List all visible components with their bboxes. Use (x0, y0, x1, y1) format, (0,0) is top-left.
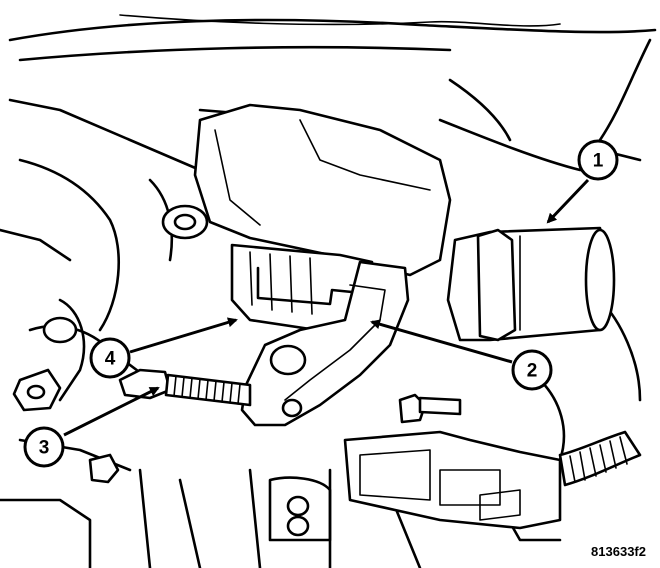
leader-3 (63, 386, 160, 437)
callout-4: 4 (89, 337, 131, 379)
callout-3-label: 3 (39, 438, 50, 459)
leader-4 (129, 317, 238, 354)
callout-2: 2 (511, 349, 553, 391)
callout-3: 3 (23, 426, 65, 468)
leader-1 (546, 178, 590, 224)
gasket (240, 260, 410, 427)
thermostat (230, 243, 374, 337)
callout-2-label: 2 (527, 361, 538, 382)
callout-4-label: 4 (105, 349, 116, 370)
wiring-harness (558, 430, 642, 487)
leader-lines (63, 178, 590, 437)
engine-block-outline (0, 14, 657, 568)
housing-block (193, 103, 452, 277)
electrical-connector (343, 393, 562, 530)
figure-id: 813633f2 (591, 544, 646, 559)
stud (164, 373, 252, 407)
leader-2 (370, 319, 513, 364)
callout-1: 1 (577, 139, 619, 181)
callout-1-label: 1 (593, 151, 604, 172)
coolant-outlet-neck (446, 226, 616, 342)
